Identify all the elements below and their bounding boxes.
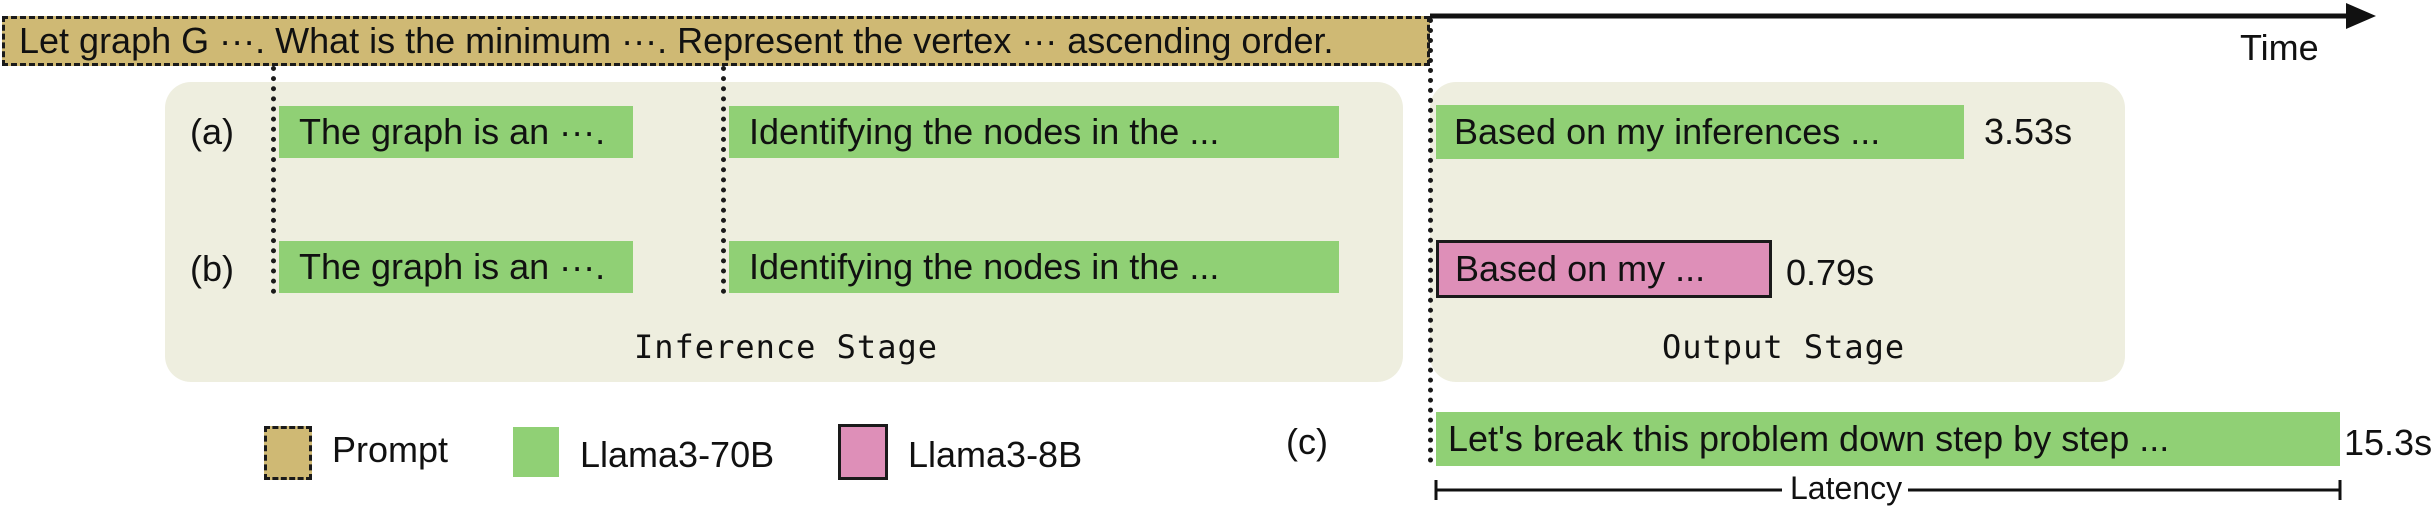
legend-prompt-swatch xyxy=(264,426,312,480)
inference-b-step-1: The graph is an ···. xyxy=(279,241,633,293)
row-tag-a: (a) xyxy=(190,111,234,152)
row-tag-b: (b) xyxy=(190,248,234,289)
inference-b-step-2: Identifying the nodes in the ... xyxy=(729,241,1339,293)
legend-prompt-label: Prompt xyxy=(332,429,449,470)
direct-output-bar: Let's break this problem down step by st… xyxy=(1436,412,2340,466)
output-a-bar: Based on my inferences ... xyxy=(1436,105,1964,159)
legend-llama8b-label: Llama3-8B xyxy=(908,434,1083,475)
reasoning-step-divider-1 xyxy=(271,66,276,294)
output-b-bar: Based on my ... xyxy=(1436,240,1772,298)
inference-a-step-1-text: The graph is an ···. xyxy=(299,111,606,152)
row-tag-c: (c) xyxy=(1286,421,1328,462)
output-stage-label: Output Stage xyxy=(1662,328,1906,366)
time-axis-arrowhead xyxy=(2346,3,2376,29)
legend-llama70b-swatch xyxy=(513,427,559,477)
time-label: Time xyxy=(2240,27,2319,68)
direct-output-text: Let's break this problem down step by st… xyxy=(1448,418,2170,459)
output-a-time: 3.53s xyxy=(1984,111,2073,152)
legend-llama70b-label: Llama3-70B xyxy=(580,434,775,475)
prompt-text: Let graph G ···. What is the minimum ···… xyxy=(19,20,1334,61)
prompt-end-divider xyxy=(1428,18,1433,463)
latency-label: Latency xyxy=(1786,472,1907,504)
inference-a-step-1: The graph is an ···. xyxy=(279,106,633,158)
legend-llama8b-swatch xyxy=(838,424,888,480)
inference-b-step-2-text: Identifying the nodes in the ... xyxy=(749,246,1220,287)
inference-a-step-2: Identifying the nodes in the ... xyxy=(729,106,1339,158)
output-b-time: 0.79s xyxy=(1786,252,1875,293)
inference-b-step-1-text: The graph is an ···. xyxy=(299,246,606,287)
output-b-text: Based on my ... xyxy=(1455,248,1706,289)
prompt-bar: Let graph G ···. What is the minimum ···… xyxy=(2,16,1430,66)
inference-stage-label: Inference Stage xyxy=(634,328,938,366)
direct-output-time: 15.3s xyxy=(2344,422,2431,463)
inference-a-step-2-text: Identifying the nodes in the ... xyxy=(749,111,1220,152)
reasoning-step-divider-2 xyxy=(721,66,726,294)
output-a-text: Based on my inferences ... xyxy=(1454,111,1881,152)
